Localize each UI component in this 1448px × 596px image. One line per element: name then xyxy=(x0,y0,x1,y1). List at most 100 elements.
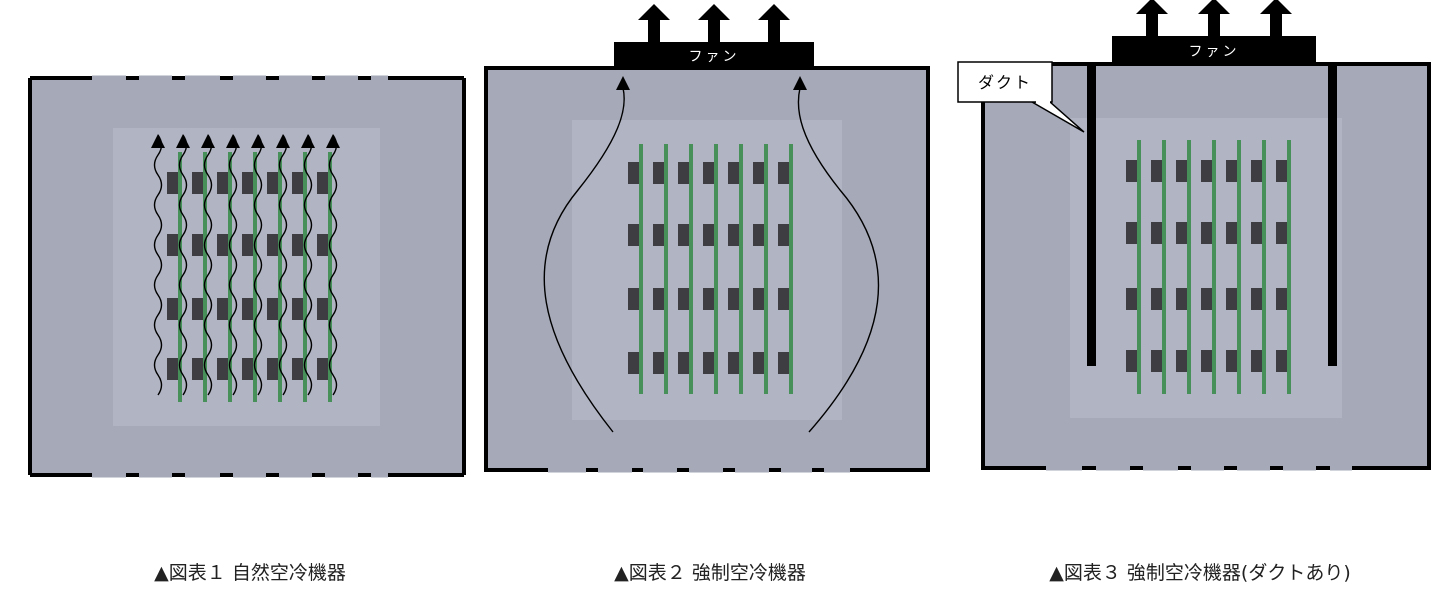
fan-body xyxy=(1112,36,1316,66)
chip xyxy=(1126,288,1137,310)
chip xyxy=(728,352,739,374)
up-arrow-icon xyxy=(758,4,790,42)
chip xyxy=(753,288,764,310)
wavy-airflow-icon xyxy=(278,134,288,396)
chip xyxy=(192,172,203,194)
airflow-arrowhead-icon xyxy=(176,134,190,148)
up-arrow-icon xyxy=(1136,0,1168,36)
chip xyxy=(1176,160,1187,182)
chip xyxy=(1176,288,1187,310)
figure-forced-cooling: ファン xyxy=(484,4,930,473)
chip xyxy=(1151,222,1162,244)
airflow-arrowhead-icon xyxy=(201,134,215,148)
chip xyxy=(728,224,739,246)
airflow-curve-right xyxy=(797,87,880,433)
chip xyxy=(1251,288,1262,310)
airflow-arrowhead-icon xyxy=(301,134,315,148)
chip xyxy=(1201,350,1212,372)
wavy-airflow-icon xyxy=(153,134,163,396)
wavy-airflow-icon xyxy=(328,134,338,396)
chip xyxy=(778,224,789,246)
chip xyxy=(653,352,664,374)
chip xyxy=(628,162,639,184)
chip xyxy=(1201,288,1212,310)
wavy-airflow-icon xyxy=(253,134,263,396)
caption-figure-2: ▲図表２ 強制空冷機器 xyxy=(614,562,806,584)
airflow-arrow-icon xyxy=(616,76,630,90)
chip xyxy=(1226,222,1237,244)
chip xyxy=(703,224,714,246)
up-arrow-icon xyxy=(698,4,730,42)
chip xyxy=(317,172,328,194)
chip xyxy=(1126,350,1137,372)
airflow-arrowhead-icon xyxy=(151,134,165,148)
chip xyxy=(753,224,764,246)
chip xyxy=(1276,160,1287,182)
fan-label: ファン xyxy=(689,49,740,65)
chip xyxy=(167,358,178,380)
chip xyxy=(653,162,664,184)
chip xyxy=(192,234,203,256)
figure-natural-cooling xyxy=(28,75,466,478)
up-arrow-icon xyxy=(638,4,670,42)
chip xyxy=(292,172,303,194)
chip xyxy=(1276,350,1287,372)
chip xyxy=(292,234,303,256)
chip xyxy=(778,352,789,374)
chip xyxy=(753,352,764,374)
chip xyxy=(217,172,228,194)
chip xyxy=(242,358,253,380)
chip xyxy=(167,298,178,320)
fan-label: ファン xyxy=(1189,44,1240,60)
chip xyxy=(678,352,689,374)
wavy-airflow-icon xyxy=(203,134,213,396)
chip xyxy=(628,352,639,374)
chip xyxy=(1176,222,1187,244)
chip xyxy=(728,162,739,184)
chip xyxy=(1151,160,1162,182)
chip xyxy=(242,234,253,256)
chip xyxy=(242,172,253,194)
chip xyxy=(653,224,664,246)
chip xyxy=(678,288,689,310)
chip xyxy=(317,234,328,256)
chip xyxy=(267,234,278,256)
chip xyxy=(217,358,228,380)
chip xyxy=(167,172,178,194)
chip xyxy=(1226,288,1237,310)
airflow-arrowhead-icon xyxy=(326,134,340,148)
duct-wall-right xyxy=(1328,66,1337,366)
wavy-airflow-icon xyxy=(303,134,313,396)
caption-figure-3: ▲図表３ 強制空冷機器(ダクトあり) xyxy=(1049,562,1351,584)
chip xyxy=(1176,350,1187,372)
chip xyxy=(167,234,178,256)
chip xyxy=(703,352,714,374)
chip xyxy=(703,162,714,184)
chip xyxy=(267,298,278,320)
chip xyxy=(192,358,203,380)
chip xyxy=(192,298,203,320)
duct-label: ダクト xyxy=(978,73,1032,92)
chip xyxy=(1251,350,1262,372)
chip xyxy=(217,234,228,256)
chip xyxy=(678,162,689,184)
chip xyxy=(778,162,789,184)
chip xyxy=(242,298,253,320)
chip xyxy=(628,224,639,246)
chip xyxy=(628,288,639,310)
chip xyxy=(753,162,764,184)
chip xyxy=(1201,222,1212,244)
chip xyxy=(292,358,303,380)
chip xyxy=(1151,288,1162,310)
chip xyxy=(1126,222,1137,244)
chip xyxy=(267,358,278,380)
airflow-arrowhead-icon xyxy=(251,134,265,148)
callout-box xyxy=(957,61,1053,103)
chip xyxy=(1276,222,1287,244)
chip xyxy=(1126,160,1137,182)
chip xyxy=(1251,222,1262,244)
chip xyxy=(292,298,303,320)
up-arrow-icon xyxy=(1198,0,1230,36)
